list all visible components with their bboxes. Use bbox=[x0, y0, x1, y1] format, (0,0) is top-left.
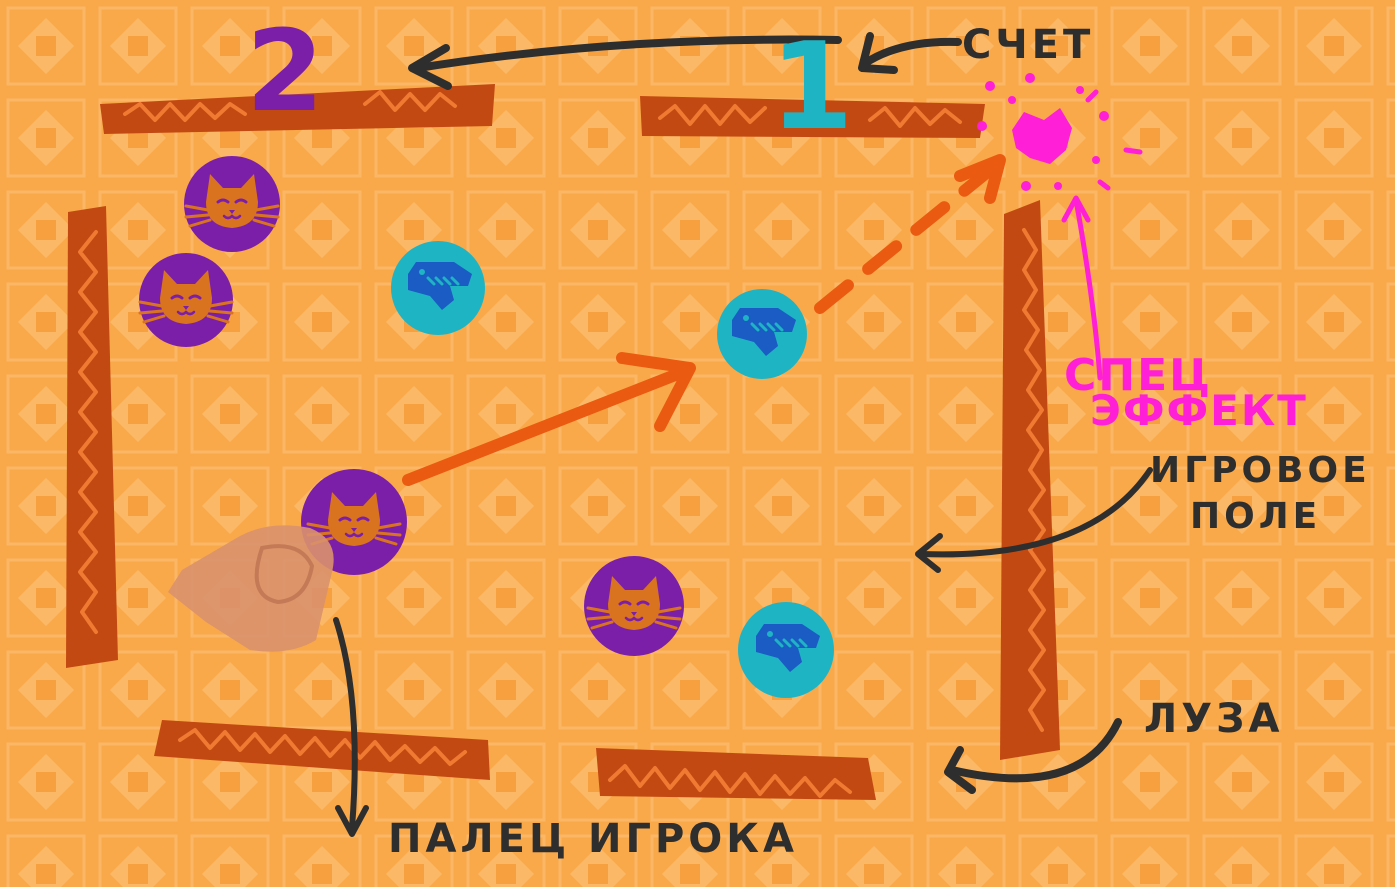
pocket-arrow bbox=[944, 718, 1122, 794]
score-arrow-to-2 bbox=[408, 35, 842, 90]
playing-field-label-line1: ИГРОВОЕ bbox=[1150, 450, 1371, 491]
playing-field-label-line2: ПОЛЕ bbox=[1190, 496, 1322, 537]
wall-right bbox=[1000, 200, 1060, 760]
cat-piece[interactable] bbox=[138, 253, 234, 347]
player-finger-label: ПАЛЕЦ ИГРОКА bbox=[388, 816, 798, 862]
pocket-label: ЛУЗА bbox=[1144, 696, 1284, 742]
special-effect-burst bbox=[977, 73, 1143, 191]
shot-arrow-dashed bbox=[814, 154, 1006, 314]
special-effect-label-line1: СПЕЦ bbox=[1064, 350, 1212, 401]
finger-arrow bbox=[333, 617, 369, 837]
dino-piece[interactable] bbox=[717, 289, 807, 379]
player2-score: 2 bbox=[246, 7, 324, 137]
playing-field-arrow bbox=[915, 467, 1153, 573]
wall-top-right bbox=[640, 96, 985, 138]
cat-piece[interactable] bbox=[584, 556, 684, 656]
score-label: СЧЕТ bbox=[962, 22, 1095, 68]
shot-arrow-solid bbox=[402, 352, 696, 486]
finger-icon bbox=[168, 525, 334, 652]
wall-bottom-right bbox=[596, 748, 876, 800]
dino-piece[interactable] bbox=[391, 241, 485, 335]
cat-piece[interactable] bbox=[184, 156, 280, 252]
special-effect-arrow bbox=[1061, 195, 1103, 381]
wall-bottom-left bbox=[154, 720, 490, 780]
player1-score: 1 bbox=[770, 18, 854, 157]
special-effect-label-line2: ЭФФЕКТ bbox=[1090, 386, 1308, 435]
dino-piece[interactable] bbox=[738, 602, 834, 698]
wall-top-left bbox=[100, 84, 495, 134]
wall-left bbox=[66, 206, 118, 668]
score-arrow-to-1 bbox=[858, 32, 962, 74]
